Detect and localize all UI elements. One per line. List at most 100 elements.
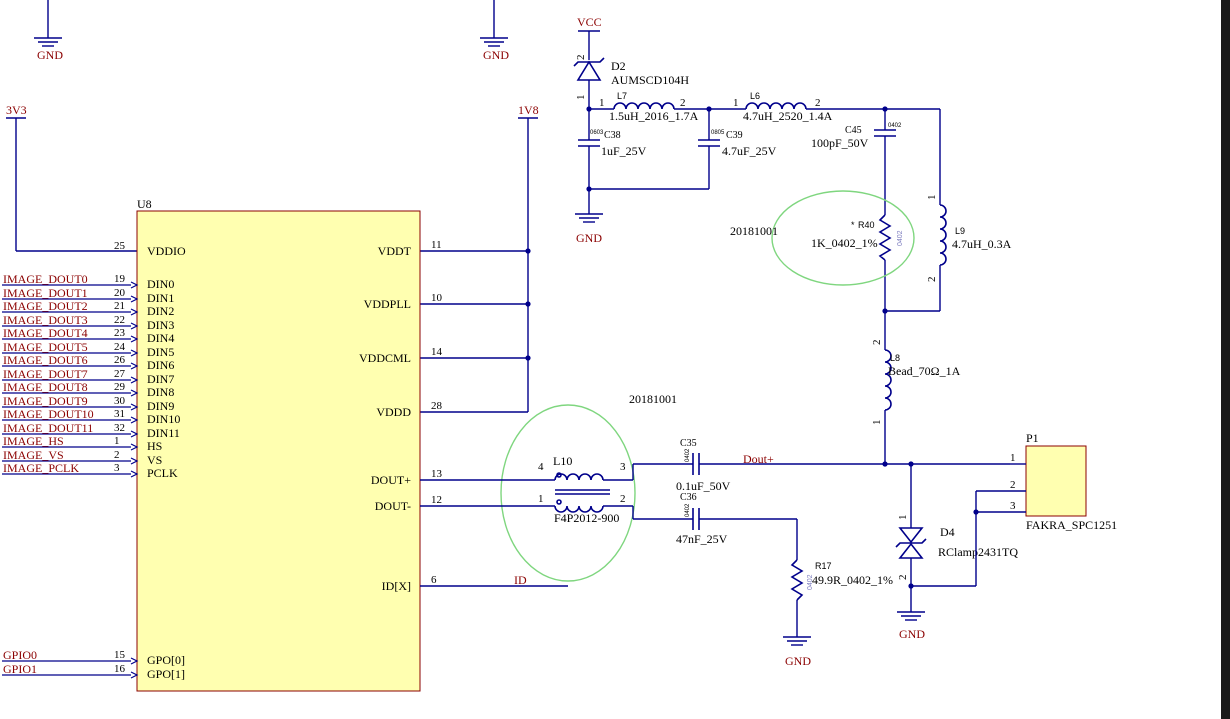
r17-value: 49.9R_0402_1% bbox=[812, 573, 893, 587]
gnd-symbol-top-left: GND bbox=[34, 0, 63, 62]
u8-left-pin-name: DIN8 bbox=[147, 385, 174, 399]
u8-left-net-label: IMAGE_DOUT5 bbox=[3, 340, 88, 354]
gnd-label: GND bbox=[899, 627, 925, 641]
gnd-symbol-c38: GND bbox=[575, 213, 603, 245]
u8-left-pin-name: DIN5 bbox=[147, 345, 174, 359]
u8-left-net-label: GPIO1 bbox=[3, 662, 37, 676]
l9-designator: L9 bbox=[955, 226, 965, 236]
u8-left-net-label: IMAGE_PCLK bbox=[3, 461, 79, 475]
l6-designator: L6 bbox=[750, 91, 760, 101]
u8-left-pin-name: DIN11 bbox=[147, 426, 180, 440]
c39-value: 4.7uF_25V bbox=[722, 144, 777, 158]
u8-left-pin: IMAGE_DOUT5 24 DIN5 bbox=[2, 340, 174, 359]
u8-left-pin-number: 29 bbox=[114, 381, 126, 393]
p1-body bbox=[1025, 445, 1087, 517]
u8-right-pin-number: 13 bbox=[431, 468, 443, 480]
power-3v3: 3V3 bbox=[6, 103, 137, 252]
d2-pin2: 2 bbox=[575, 55, 587, 61]
c45-capacitor: 0402 C45 100pF_50V bbox=[811, 109, 902, 215]
u8-left-pin-number: 27 bbox=[114, 368, 126, 380]
u8-left-net-label: IMAGE_DOUT9 bbox=[3, 394, 88, 408]
u8-left-net-label: IMAGE_DOUT8 bbox=[3, 380, 88, 394]
id-net: ID bbox=[420, 573, 568, 587]
u8-left-pin-name: DIN2 bbox=[147, 304, 174, 318]
net-label-1v8: 1V8 bbox=[518, 103, 539, 117]
u8-left-net-label: IMAGE_VS bbox=[3, 448, 64, 462]
l10-pin1: 1 bbox=[538, 493, 544, 505]
u8-left-pin-name: GPO[1] bbox=[147, 667, 185, 681]
c38-value: 1uF_25V bbox=[601, 144, 647, 158]
u8-left-pin-number: 3 bbox=[114, 462, 120, 474]
p1-pin3: 3 bbox=[1010, 500, 1016, 512]
u8-left-net-label: IMAGE_DOUT7 bbox=[3, 367, 88, 381]
l6-pin1: 1 bbox=[733, 97, 739, 109]
u8-right-pin-name: VDDD bbox=[376, 405, 411, 419]
power-1v8: 1V8 bbox=[420, 103, 539, 413]
l10-choke: L10 4 3 1 2 F4P2012-900 bbox=[420, 454, 634, 525]
l10-pin2: 2 bbox=[620, 493, 626, 505]
u8-left-pin-name: PCLK bbox=[147, 466, 178, 480]
d4-tvs-diode: 1 2 D4 RClamp2431TQ GND bbox=[895, 464, 1018, 641]
u8-left-pin-number: 15 bbox=[114, 649, 126, 661]
gnd-label: GND bbox=[37, 48, 63, 62]
u8-left-pin-name: DIN4 bbox=[147, 331, 174, 345]
l9-inductor: 1 2 L9 4.7uH_0.3A bbox=[885, 109, 1012, 312]
u8-right-pins: 11VDDT10VDDPLL14VDDCML28VDDD13DOUT+12DOU… bbox=[359, 239, 443, 593]
d4-designator: D4 bbox=[940, 525, 955, 539]
c35-value: 0.1uF_50V bbox=[676, 479, 731, 493]
u8-left-pin-name: DIN7 bbox=[147, 372, 174, 386]
net-label-id: ID bbox=[514, 573, 527, 587]
l10-designator: L10 bbox=[553, 454, 572, 468]
r17-designator: R17 bbox=[815, 561, 832, 571]
u8-left-pin-number: 21 bbox=[114, 300, 125, 312]
r40-package: 0402 bbox=[897, 230, 904, 246]
u8-left-pin-number: 2 bbox=[114, 449, 120, 461]
d2-value: AUMSCD104H bbox=[611, 73, 689, 87]
u8-left-pin-name: DIN10 bbox=[147, 412, 180, 426]
u8-left-pin-number: 24 bbox=[114, 341, 126, 353]
u8-left-pin-name: GPO[0] bbox=[147, 653, 185, 667]
c39-designator: C39 bbox=[726, 130, 743, 141]
u8-left-pin-number: 1 bbox=[114, 435, 120, 447]
c45-package: 0402 bbox=[888, 123, 902, 129]
u8-left-pin: IMAGE_DOUT8 29 DIN8 bbox=[2, 380, 174, 399]
u8-right-pin-number: 10 bbox=[431, 292, 443, 304]
u8-left-pin: IMAGE_PCLK 3 PCLK bbox=[2, 461, 178, 480]
u8-left-net-label: IMAGE_DOUT11 bbox=[3, 421, 93, 435]
l6-pin2: 2 bbox=[815, 97, 821, 109]
c39-capacitor: 0805 C39 4.7uF_25V bbox=[589, 109, 777, 190]
u8-left-pin-name: DIN3 bbox=[147, 318, 174, 332]
u8-left-net-label: IMAGE_DOUT4 bbox=[3, 326, 88, 340]
gnd-label: GND bbox=[483, 48, 509, 62]
u8-right-pin-number: 12 bbox=[431, 494, 442, 506]
l8-designator: L8 bbox=[890, 353, 900, 363]
c39-package: 0805 bbox=[711, 130, 725, 136]
u8-left-pin-number: 20 bbox=[114, 287, 126, 299]
l7-designator: L7 bbox=[617, 91, 627, 101]
l7-pin2: 2 bbox=[680, 97, 686, 109]
l9-pin1: 1 bbox=[926, 195, 938, 201]
u8-right-pin-name: VDDCML bbox=[359, 351, 411, 365]
c36-package: 0402 bbox=[685, 503, 691, 517]
l9-pin2: 2 bbox=[926, 277, 938, 283]
net-label-dout-plus: Dout+ bbox=[743, 452, 774, 466]
c35-package: 0402 bbox=[685, 448, 691, 462]
vcc-power: VCC bbox=[577, 15, 602, 60]
l7-inductor: L7 1 2 1.5uH_2016_1.7A bbox=[589, 91, 709, 123]
u8-right-pin-name: ID[X] bbox=[382, 579, 411, 593]
l7-value: 1.5uH_2016_1.7A bbox=[609, 109, 699, 123]
p1-connector: P1 1 2 3 FAKRA_SPC1251 bbox=[973, 431, 1117, 586]
d4-pin1: 1 bbox=[897, 515, 909, 521]
u8-left-pin-name: DIN9 bbox=[147, 399, 174, 413]
d4-pin2: 2 bbox=[897, 575, 909, 581]
